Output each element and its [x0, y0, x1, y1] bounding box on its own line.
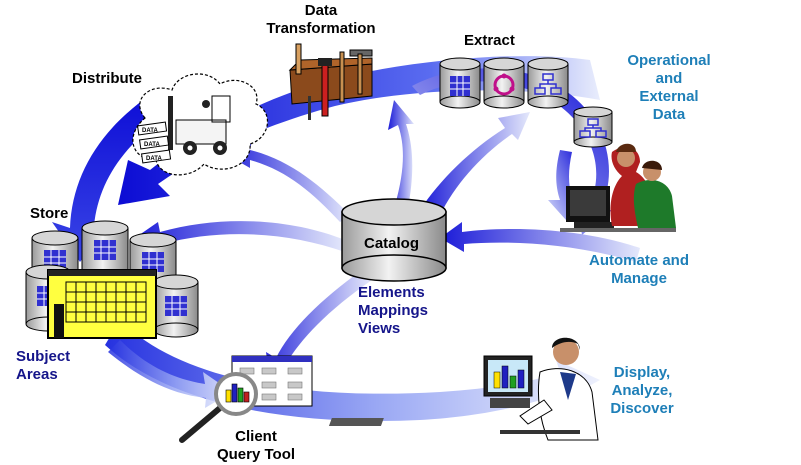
label-operational-line4: Data	[652, 106, 686, 123]
label-extract: Extract	[464, 32, 515, 49]
arrow-catalog-to-extract	[420, 112, 530, 215]
building-icon	[47, 269, 157, 339]
arrow-automate-to-catalog	[440, 222, 640, 262]
label-automate-manage: Automate and Manage	[578, 252, 700, 288]
cylinder-cycle-icon	[483, 57, 525, 109]
label-catalog-items: Elements Mappings Views	[358, 284, 428, 338]
label-distribute: Distribute	[72, 70, 143, 87]
arrow-catalog-to-query	[266, 270, 372, 382]
label-discover: Discover	[610, 400, 674, 417]
label-subject-areas: Subject Areas	[16, 348, 70, 384]
label-data-transformation: Data Transformation	[262, 2, 380, 38]
arrow-catalog-to-distribute	[222, 140, 350, 222]
label-mappings: Mappings	[358, 302, 428, 319]
label-data-transformation-line1: Data	[304, 2, 338, 19]
label-client-query-tool: Client Query Tool	[206, 428, 306, 464]
label-automate-line2: Manage	[611, 270, 667, 287]
label-client-line1: Client	[235, 428, 277, 445]
arrow-left-arc	[52, 95, 160, 262]
label-operational-line1: Operational	[627, 52, 711, 69]
label-operational-line3: External	[639, 88, 699, 105]
data-tag-2: DATA	[144, 142, 160, 148]
label-operational-external-data: Operational and External Data	[614, 52, 724, 124]
label-subject-line2: Areas	[16, 366, 58, 383]
arrow-store-to-query	[108, 340, 232, 408]
data-tag-3: DATA	[146, 156, 162, 162]
label-client-line2: Query Tool	[216, 446, 296, 463]
label-automate-line1: Automate and	[588, 252, 689, 269]
label-analyze: Analyze,	[611, 382, 673, 399]
magnifier-icon	[179, 372, 258, 443]
forklift-cloud-icon: DATA DATA DATA	[132, 73, 269, 176]
label-elements: Elements	[358, 284, 425, 301]
label-subject-line1: Subject	[16, 348, 71, 365]
store-cylinder-5	[153, 274, 199, 338]
label-display: Display,	[613, 364, 671, 381]
label-store: Store	[30, 205, 69, 222]
label-operational-line2: and	[655, 70, 683, 87]
label-data-transformation-line2: Transformation	[266, 20, 376, 37]
analyst-computer-icon	[328, 337, 599, 441]
label-views: Views	[358, 320, 401, 337]
people-computer-icon	[560, 143, 676, 232]
cylinder-table-icon	[439, 57, 481, 109]
toolbox-icon	[288, 43, 373, 120]
data-boxes: DATA DATA DATA	[137, 121, 172, 164]
data-tag-1: DATA	[142, 128, 158, 134]
arrow-catalog-to-store	[132, 221, 345, 254]
cylinder-operational-icon	[573, 106, 613, 148]
extract-cylinders	[439, 57, 613, 148]
catalog-cylinder-icon	[341, 198, 447, 282]
cylinder-hierarchy-icon	[527, 57, 569, 109]
label-catalog: Catalog	[364, 235, 420, 252]
arrow-catalog-to-transform	[388, 100, 414, 208]
label-display-analyze-discover: Display, Analyze, Discover	[602, 364, 682, 418]
